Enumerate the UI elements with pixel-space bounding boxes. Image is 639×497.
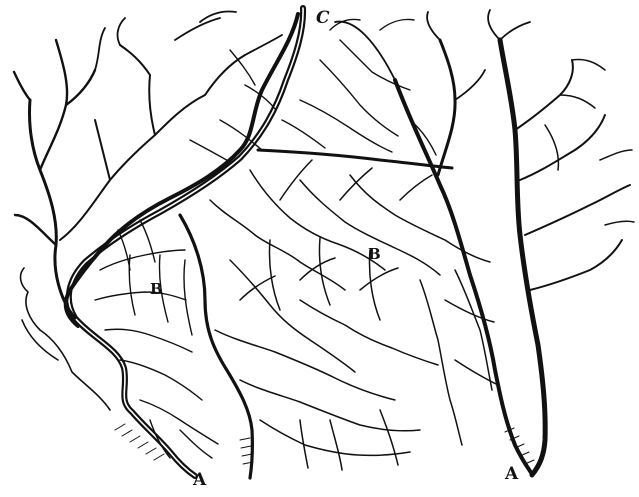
label-c-top: C [316,10,330,27]
right-branch-vessel [395,80,532,474]
secondary-vessel-c [66,14,298,326]
label-a-right: A [505,466,518,483]
central-vessel [180,215,252,478]
label-b-center: B [368,247,381,262]
label-a-left: A [193,472,206,489]
label-b-left: B [150,282,163,297]
main-vessel-right-a [500,40,545,475]
